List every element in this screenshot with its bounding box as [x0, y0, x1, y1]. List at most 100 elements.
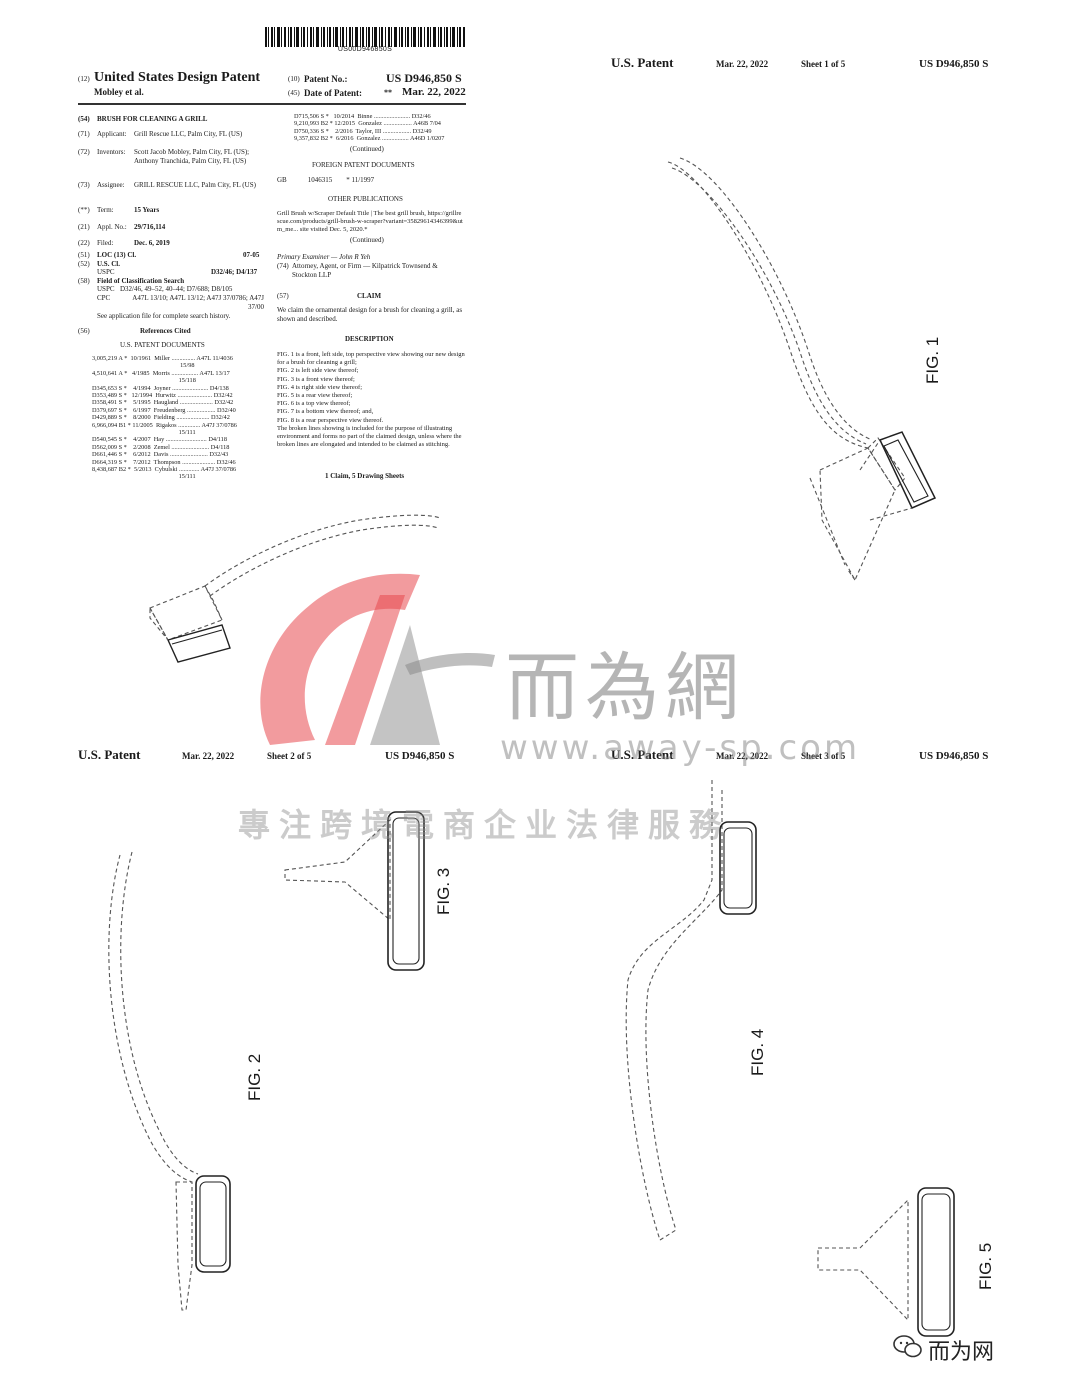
reference-row: D715,506 S * 10/2014 Binne .............…	[294, 113, 431, 120]
patent-number: US D946,850 S	[386, 71, 462, 85]
filed-value: Dec. 6, 2019	[134, 239, 170, 247]
sheet2-header-sheet: Sheet 2 of 5	[267, 751, 312, 761]
reference-row: D379,697 S * 6/1997 Freudenberg ........…	[92, 406, 236, 414]
field-code: (72)	[78, 148, 90, 156]
sheet1-header-date: Mar. 22, 2022	[716, 59, 769, 69]
description-line: FIG. 7 is a bottom view thereof; and,	[277, 408, 374, 416]
patent-no-label: Patent No.:	[304, 74, 348, 84]
field-label: Assignee:	[97, 181, 125, 189]
us-docs-title: U.S. PATENT DOCUMENTS	[120, 341, 205, 349]
term-value: 15 Years	[134, 206, 160, 214]
field-code: (**)	[78, 206, 90, 214]
other-pubs-title: OTHER PUBLICATIONS	[328, 195, 403, 203]
watermark-url: www.away-sp.com	[500, 728, 861, 768]
search-cpc-value: A47L 13/10; A47L 13/12; A47J 37/0786; A4…	[132, 294, 264, 311]
attorney-code: (74)	[277, 262, 289, 270]
field-code: (58)	[78, 277, 90, 285]
other-pub-text: Grill Brush w/Scraper Default Title | Th…	[277, 210, 463, 234]
reference-row: 3,005,219 A * 10/1961 Miller ...........…	[92, 355, 233, 362]
watermark-slogan: 專注跨境電商企业法律服務	[238, 806, 731, 844]
date-code: (45)	[288, 89, 300, 97]
field-label: Field of Classification Search	[97, 277, 185, 285]
reference-row: D540,545 S * 4/2007 Hay ................…	[92, 436, 227, 444]
fig3-label: FIG. 3	[434, 867, 453, 915]
patent-date: Mar. 22, 2022	[402, 86, 466, 98]
fig5-drawing	[817, 1187, 955, 1337]
reference-row: 15/98	[92, 362, 195, 370]
inventors-value: Scott Jacob Mobley, Palm City, FL (US); …	[134, 148, 250, 165]
fig3-drawing	[284, 811, 425, 971]
kind-code: (12)	[78, 75, 90, 83]
field-label: USPC	[97, 268, 115, 276]
claim-code: (57)	[277, 292, 289, 300]
reference-row: 9,357,832 B2 * 6/2016 Gonzalez .........…	[294, 135, 445, 143]
reference-row: 15/118	[92, 377, 196, 385]
sheet2-header-date: Mar. 22, 2022	[182, 751, 235, 761]
description-line: FIG. 8 is a rear perspective view thereo…	[277, 416, 384, 424]
reference-row: D345,653 S * 4/1994 Joyner .............…	[92, 384, 229, 392]
patent-type: United States Design Patent	[94, 70, 261, 85]
reference-row: D429,889 S * 8/2000 Fielding ...........…	[92, 414, 230, 422]
search-uspc-value: D32/46, 49–52, 40–44; D7/688; D8/105	[120, 285, 233, 293]
brand-logo	[260, 573, 495, 745]
reference-row: D353,489 S * 12/1994 Hurwitz ...........…	[92, 392, 233, 399]
wechat-account-label: 而为网	[928, 1340, 995, 1365]
reference-row: D664,319 S * 7/2012 Thompson ...........…	[92, 458, 236, 466]
description-line: FIG. 5 is a rear view thereof;	[277, 392, 353, 399]
front-page-drawing	[149, 514, 441, 663]
sheet2-header-number: US D946,850 S	[385, 750, 455, 762]
sheet3-header-number: US D946,850 S	[919, 750, 989, 762]
description-line: FIG. 4 is right side view thereof;	[277, 383, 363, 391]
field-label: LOC (13) Cl.	[97, 251, 137, 259]
reference-row: 8,438,687 B2 * 5/2013 Cybulski .........…	[92, 466, 237, 473]
field-code: (22)	[78, 239, 90, 247]
field-label: USPC	[97, 285, 115, 293]
field-label: U.S. Cl.	[97, 260, 120, 268]
watermark-brand: 而為網	[505, 645, 745, 731]
field-label: Filed:	[97, 239, 114, 247]
description-line: FIG. 1 is a front, left side, top perspe…	[277, 351, 465, 367]
claims-count: 1 Claim, 5 Drawing Sheets	[325, 472, 405, 480]
description-line: The broken lines showing is included for…	[277, 424, 462, 449]
wechat-icon	[893, 1335, 922, 1358]
reference-row: 15/111	[92, 429, 196, 436]
continued-note: (Continued)	[350, 145, 384, 153]
reference-row: 9,210,993 B2 * 12/2015 Gonzalez ........…	[294, 120, 441, 128]
field-code: (51)	[78, 251, 90, 259]
appl-no-value: 29/716,114	[134, 223, 166, 231]
field-code: (73)	[78, 181, 90, 189]
foreign-docs-title: FOREIGN PATENT DOCUMENTS	[312, 161, 415, 169]
description-title: DESCRIPTION	[345, 335, 394, 343]
sheet3-header-date: Mar. 22, 2022	[716, 751, 769, 761]
fig2-label: FIG. 2	[245, 1053, 264, 1101]
description-line: FIG. 3 is a front view thereof;	[277, 375, 355, 383]
fig1-drawing	[667, 157, 937, 582]
sheet3-header-left: U.S. Patent	[611, 747, 674, 762]
fig2-drawing	[108, 851, 231, 1311]
fig4-drawing	[625, 780, 757, 1241]
reference-row: D750,336 S * 2/2016 Taylor, III ........…	[294, 127, 432, 135]
field-label: Appl. No.:	[97, 223, 127, 231]
field-code: (52)	[78, 260, 90, 268]
reference-row: D562,009 S * 2/2008 Zemel ..............…	[92, 443, 230, 451]
assignee-value: GRILL RESCUE LLC, Palm City, FL (US)	[134, 181, 256, 189]
patent-no-code: (10)	[288, 75, 300, 83]
applicant-value: Grill Rescue LLC, Palm City, FL (US)	[134, 130, 243, 138]
title-field: BRUSH FOR CLEANING A GRILL	[97, 115, 208, 123]
fig4-label: FIG. 4	[748, 1028, 767, 1076]
claim-title: CLAIM	[357, 292, 382, 300]
sheet1-header-number: US D946,850 S	[919, 58, 989, 70]
reference-row: 6,966,094 B1 * 11/2005 Rigakos .........…	[92, 421, 237, 429]
reference-row: D358,491 S * 5/1995 Haugland ...........…	[92, 399, 234, 407]
claim-text: We claim the ornamental design for a bru…	[277, 306, 463, 323]
attorney: Attorney, Agent, or Firm — Kilpatrick To…	[292, 262, 438, 279]
fig5-label: FIG. 5	[976, 1242, 995, 1290]
date-label: Date of Patent:	[304, 88, 362, 98]
sheet3-header-sheet: Sheet 3 of 5	[801, 751, 846, 761]
field-label: CPC	[97, 294, 111, 302]
field-label: Inventors:	[97, 148, 126, 156]
inventor-short: Mobley et al.	[94, 87, 144, 97]
refs-code: (56)	[78, 327, 90, 335]
uspc-value: D32/46; D4/137	[211, 268, 258, 276]
